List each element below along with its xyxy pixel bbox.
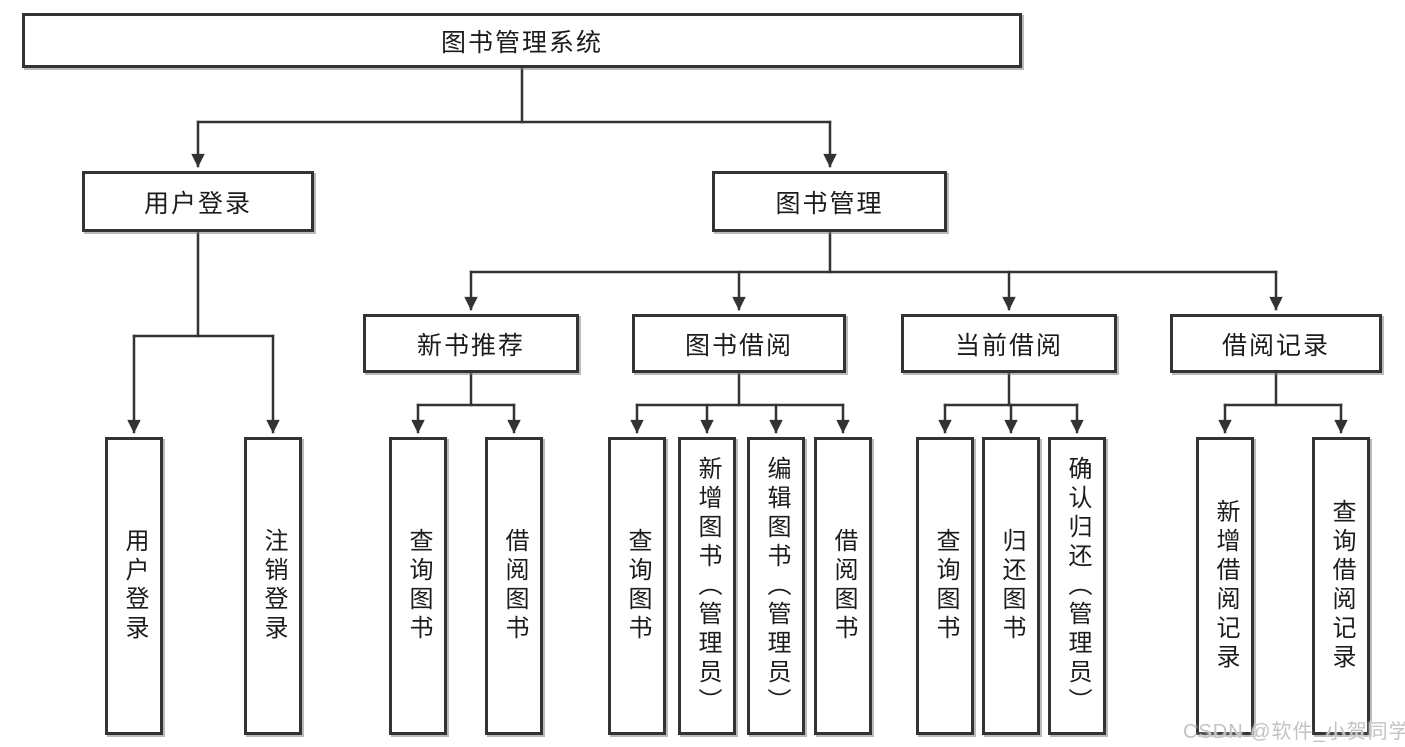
leaf-query-books-current: 查询图书	[916, 437, 974, 735]
node-label: 借阅图书	[830, 528, 857, 644]
node-label: 新增图书（管理员）	[694, 455, 721, 717]
node-new-book-recommend: 新书推荐	[363, 314, 579, 373]
leaf-add-books-admin: 新增图书（管理员）	[678, 437, 736, 735]
node-label: 确认归还（管理员）	[1064, 455, 1091, 717]
node-label: 注销登录	[260, 528, 287, 644]
node-book-borrowing: 图书借阅	[632, 314, 846, 373]
connector-book-borrow-to-leaves	[630, 371, 850, 434]
node-label: 图书管理	[775, 189, 884, 218]
leaf-query-borrow-record: 查询借阅记录	[1312, 437, 1370, 735]
leaf-query-books-borrowing: 查询图书	[608, 437, 666, 735]
node-label: 查询图书	[624, 528, 651, 644]
leaf-logout: 注销登录	[244, 437, 302, 735]
leaf-user-login: 用户登录	[105, 437, 163, 735]
leaf-borrow-books-borrowing: 借阅图书	[814, 437, 872, 735]
leaf-return-books: 归还图书	[982, 437, 1040, 735]
node-label: 借阅记录	[1221, 331, 1330, 360]
leaf-add-borrow-record: 新增借阅记录	[1196, 437, 1254, 735]
connector-new-book-rec-to-leaves	[411, 371, 521, 434]
leaf-borrow-books-recommend: 借阅图书	[485, 437, 543, 735]
node-book-management-branch: 图书管理	[712, 171, 947, 232]
leaf-confirm-return-admin: 确认归还（管理员）	[1048, 437, 1106, 735]
leaf-edit-books-admin: 编辑图书（管理员）	[747, 437, 805, 735]
node-label: 查询图书	[932, 528, 959, 644]
node-label: 新增借阅记录	[1212, 499, 1239, 673]
connector-root-to-level2	[191, 66, 837, 168]
node-label: 图书借阅	[684, 331, 793, 360]
node-label: 借阅图书	[501, 528, 528, 644]
node-label: 用户登录	[121, 528, 148, 644]
node-label: 查询借阅记录	[1328, 499, 1355, 673]
node-label: 新书推荐	[416, 331, 525, 360]
node-user-login-branch: 用户登录	[82, 171, 314, 232]
node-label: 当前借阅	[954, 331, 1063, 360]
node-label: 编辑图书（管理员）	[763, 455, 790, 717]
node-borrowing-records: 借阅记录	[1170, 314, 1382, 373]
leaf-query-books-recommend: 查询图书	[389, 437, 447, 735]
node-current-borrowing: 当前借阅	[901, 314, 1117, 373]
node-label: 图书管理系统	[440, 28, 603, 57]
node-library-system-root: 图书管理系统	[22, 13, 1022, 68]
connector-current-borrow-to-leaves	[938, 371, 1084, 434]
node-label: 归还图书	[998, 528, 1025, 644]
connector-borrow-records-to-leaves	[1218, 371, 1348, 434]
node-label: 查询图书	[405, 528, 432, 644]
connector-book-mgmt-to-level3	[464, 230, 1283, 311]
csdn-watermark: CSDN @软件_小贺同学	[1183, 721, 1405, 743]
connector-user-login-to-leaves	[127, 230, 280, 434]
node-label: 用户登录	[143, 189, 252, 218]
